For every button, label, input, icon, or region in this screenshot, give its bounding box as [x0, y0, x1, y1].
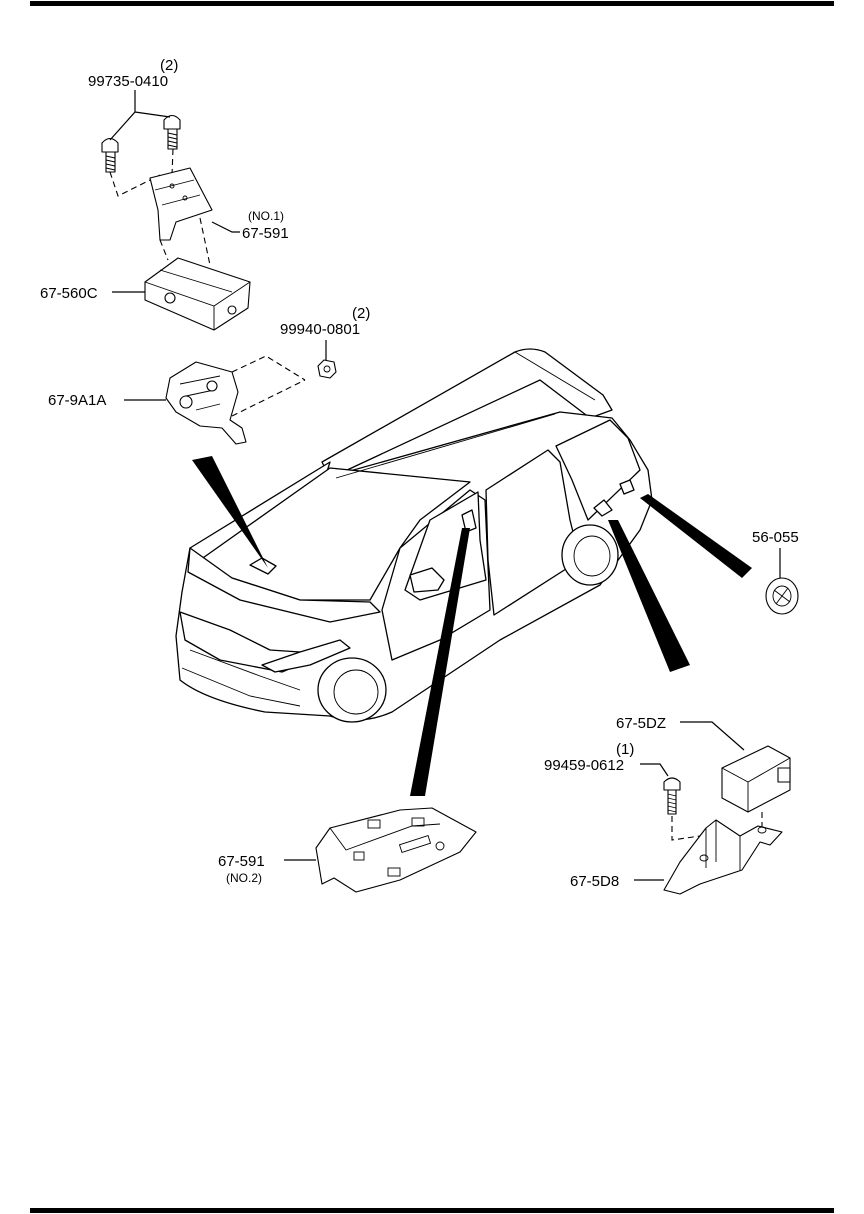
label-sensor-9a1a: 67-9A1A [48, 392, 106, 409]
label-bracket-no1-note: (NO.1) [248, 209, 284, 223]
bolt-99735-0410 [101, 114, 181, 173]
label-bracket-5d8: 67-5D8 [570, 873, 619, 890]
nut-99940-0801 [317, 359, 337, 379]
top-rule [30, 1, 834, 6]
grommet-56-055 [765, 577, 799, 615]
bottom-rule [30, 1208, 834, 1213]
label-bolt-top-qty: (2) [160, 57, 178, 74]
label-unit-560c: 67-560C [40, 285, 98, 302]
bracket-67-5d8 [663, 819, 783, 895]
label-bolt-small-part: 99459-0612 [544, 757, 624, 774]
bracket-67-591-no2 [315, 807, 477, 893]
module-67-5dz [721, 745, 791, 813]
sensor-67-9a1a [165, 361, 247, 445]
label-bracket-no2-part: 67-591 [218, 853, 265, 870]
callout-wedges [192, 456, 752, 796]
bracket-67-591-no1 [149, 167, 213, 241]
label-bolt-small-qty: (1) [616, 741, 634, 758]
label-nut-qty: (2) [352, 305, 370, 322]
unit-67-560c [144, 257, 251, 331]
label-bracket-no1-part: 67-591 [242, 225, 289, 242]
label-bracket-no2-note: (NO.2) [226, 871, 262, 885]
label-bolt-top-part: 99735-0410 [88, 73, 168, 90]
label-grommet: 56-055 [752, 529, 799, 546]
vehicle-illustration [175, 348, 653, 723]
bolt-99459-0612 [663, 777, 681, 815]
label-module-5dz: 67-5DZ [616, 715, 666, 732]
label-nut-part: 99940-0801 [280, 321, 360, 338]
